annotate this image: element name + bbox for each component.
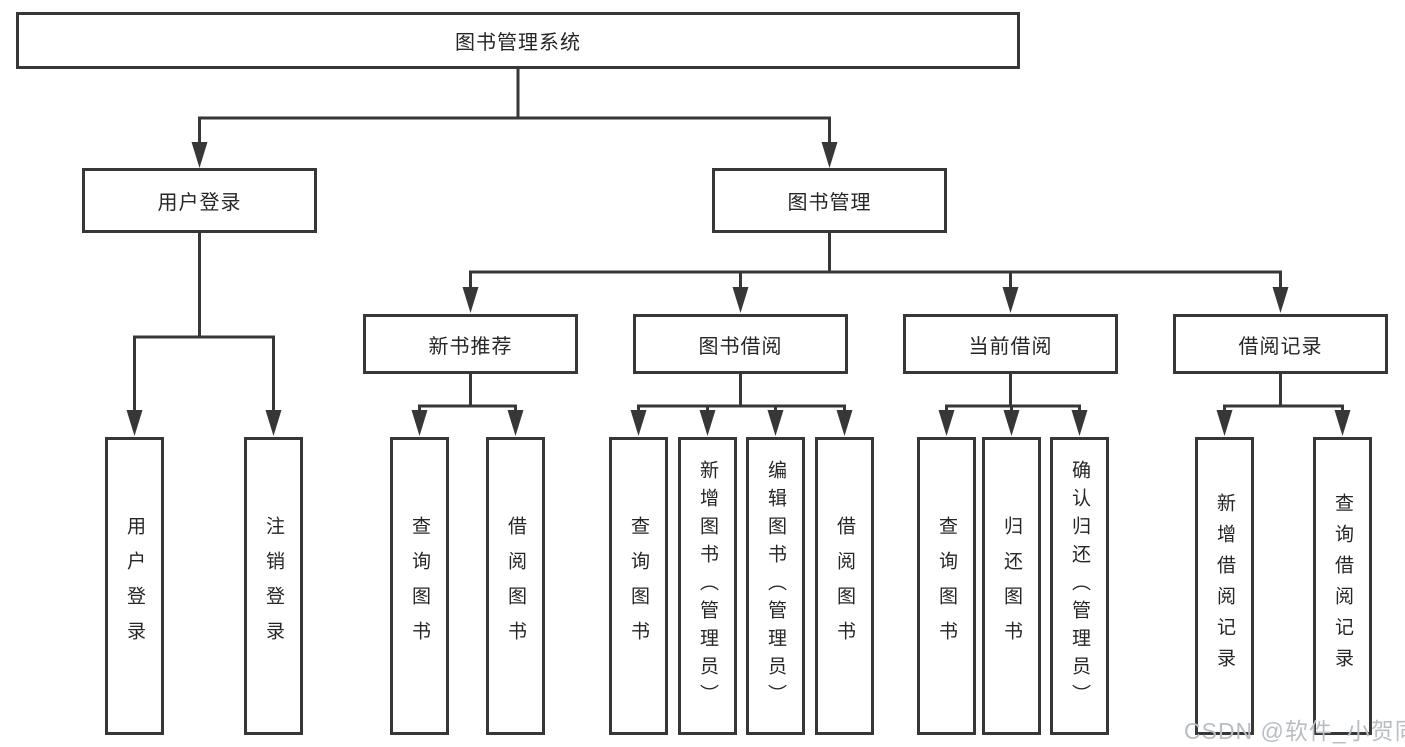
leaf-edit-book-admin-label: 编辑图书（管理员） — [765, 460, 786, 712]
leaf-logout-label: 注销登录 — [263, 516, 284, 656]
node-user-login: 用户登录 — [82, 168, 317, 233]
leaf-confirm-return-admin-label: 确认归还（管理员） — [1069, 460, 1090, 712]
leaf-add-borrow-record: 新增借阅记录 — [1195, 437, 1254, 735]
node-book-borrow: 图书借阅 — [633, 314, 848, 374]
leaf-borrow-books-borrow: 借阅图书 — [815, 437, 874, 735]
leaf-query-borrow-record-label: 查询借阅记录 — [1332, 493, 1353, 679]
node-borrow-records: 借阅记录 — [1173, 314, 1388, 374]
node-current-borrow: 当前借阅 — [903, 314, 1118, 374]
leaf-query-borrow-record: 查询借阅记录 — [1313, 437, 1372, 735]
node-new-book-recommend: 新书推荐 — [363, 314, 578, 374]
node-root: 图书管理系统 — [16, 12, 1020, 69]
leaf-user-login: 用户登录 — [105, 437, 164, 735]
leaf-query-books-recommend: 查询图书 — [390, 437, 449, 735]
node-root-label: 图书管理系统 — [455, 32, 581, 54]
watermark: CSDN @软件_小贺同学 — [1184, 718, 1405, 744]
leaf-user-login-label: 用户登录 — [124, 516, 145, 656]
leaf-return-book: 归还图书 — [982, 437, 1041, 735]
leaf-query-books-current-label: 查询图书 — [936, 516, 957, 656]
leaf-add-borrow-record-label: 新增借阅记录 — [1214, 493, 1235, 679]
leaf-query-books-borrow: 查询图书 — [609, 437, 668, 735]
leaf-borrow-books-recommend: 借阅图书 — [486, 437, 545, 735]
leaf-return-book-label: 归还图书 — [1001, 516, 1022, 656]
node-book-management: 图书管理 — [712, 168, 947, 233]
leaf-add-book-admin: 新增图书（管理员） — [678, 437, 737, 735]
node-book-management-label: 图书管理 — [787, 192, 872, 214]
leaf-logout: 注销登录 — [244, 437, 303, 735]
leaf-borrow-books-borrow-label: 借阅图书 — [834, 516, 855, 656]
node-user-login-label: 用户登录 — [157, 192, 242, 214]
node-current-borrow-label: 当前借阅 — [968, 335, 1053, 358]
leaf-borrow-books-recommend-label: 借阅图书 — [505, 516, 526, 656]
leaf-add-book-admin-label: 新增图书（管理员） — [697, 460, 718, 712]
leaf-query-books-recommend-label: 查询图书 — [409, 516, 430, 656]
node-borrow-records-label: 借阅记录 — [1238, 335, 1323, 358]
leaf-confirm-return-admin: 确认归还（管理员） — [1050, 437, 1109, 735]
node-book-borrow-label: 图书借阅 — [698, 335, 783, 358]
leaf-query-books-current: 查询图书 — [917, 437, 976, 735]
leaf-query-books-borrow-label: 查询图书 — [628, 516, 649, 656]
leaf-edit-book-admin: 编辑图书（管理员） — [746, 437, 805, 735]
node-new-book-recommend-label: 新书推荐 — [428, 335, 513, 358]
